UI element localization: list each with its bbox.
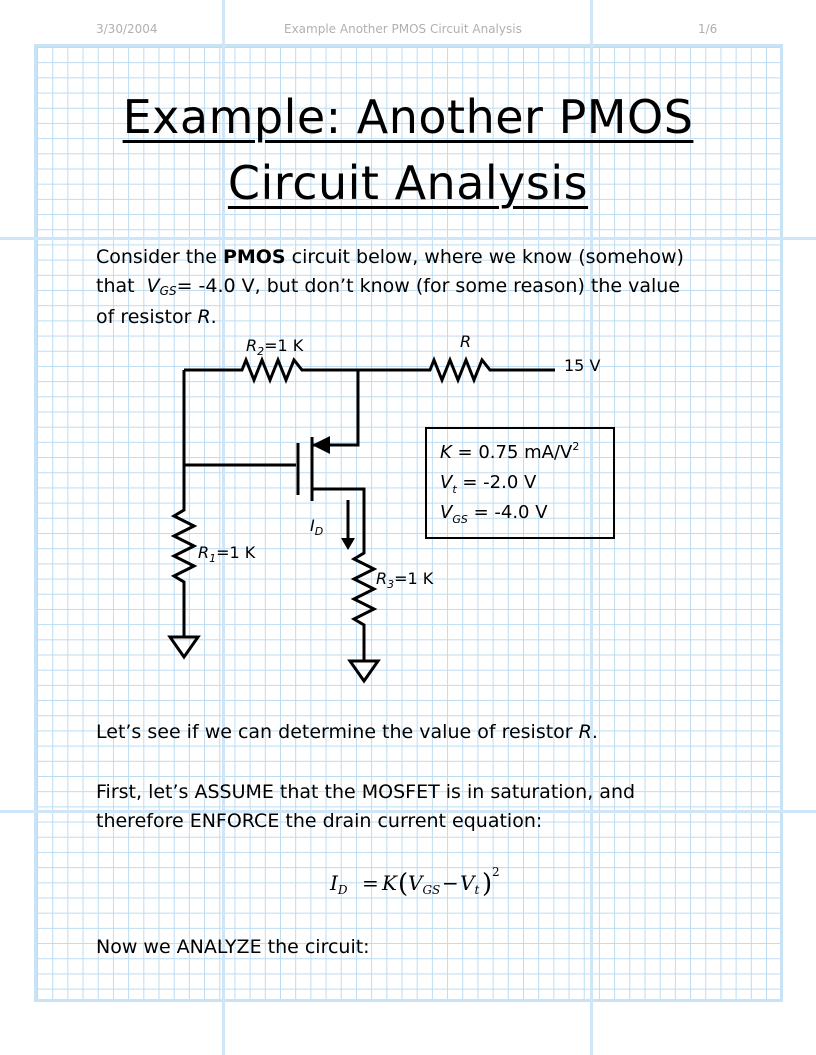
intro-text-3: that <box>96 275 141 297</box>
ground-symbol-left <box>167 635 201 660</box>
r-label: R <box>460 332 471 351</box>
top-wire-with-resistors <box>184 355 555 385</box>
eq-vt: Vt <box>460 871 479 897</box>
param-k: K = 0.75 mA/V2 <box>440 440 579 463</box>
intro-vgs-subscript: GS <box>159 284 177 298</box>
intro-text-4: = -4.0 V, but don’t know (for some reaso… <box>176 275 681 297</box>
eq-paren-close: ) <box>482 869 492 899</box>
guide-line-vertical <box>222 0 225 1055</box>
para3-line-2: therefore ENFORCE the drain current equa… <box>96 810 543 832</box>
intro-text-6: . <box>210 306 217 328</box>
r3-label: R3=1 K <box>376 569 434 591</box>
intro-text-5: of resistor <box>96 306 198 328</box>
eq-equals: = <box>362 871 379 895</box>
paragraph-assume-saturation: First, let’s ASSUME that the MOSFET is i… <box>96 778 716 836</box>
eq-k: K <box>381 871 398 895</box>
intro-text-1: Consider the <box>96 246 223 268</box>
eq-exponent: 2 <box>492 865 500 879</box>
para2-text-1: Let’s see if we can determine the value … <box>96 721 579 743</box>
intro-text-2: circuit below, where we know (somehow) <box>285 246 684 268</box>
title-line-1: Example: Another PMOS <box>122 90 694 144</box>
pmos-circuit-schematic: R2=1 K R 15 V R1=1 K R3=1 K ID K = 0.75 … <box>167 332 615 684</box>
param-vt: Vt = -2.0 V <box>440 472 537 496</box>
intro-vgs-symbol: V <box>146 275 160 297</box>
r2-label: R2=1 K <box>246 336 304 358</box>
paragraph-determine-r: Let’s see if we can determine the value … <box>96 718 716 747</box>
intro-r-symbol: R <box>197 306 211 328</box>
para2-text-2: . <box>591 721 598 743</box>
paragraph-analyze: Now we ANALYZE the circuit: <box>96 936 370 958</box>
current-arrow-head <box>341 538 355 550</box>
parameter-box <box>425 427 615 539</box>
para3-line-1: First, let’s ASSUME that the MOSFET is i… <box>96 781 636 803</box>
supply-voltage-label: 15 V <box>564 356 600 375</box>
intro-pmos: PMOS <box>222 246 286 268</box>
param-vgs: VGS = -4.0 V <box>440 502 548 526</box>
page-title: Example: Another PMOS Circuit Analysis <box>60 84 756 216</box>
source-wire <box>312 370 360 447</box>
intro-paragraph: Consider the PMOS circuit below, where w… <box>96 243 716 332</box>
header-page-number: 1/6 <box>698 22 718 36</box>
title-line-2: Circuit Analysis <box>227 156 589 210</box>
drain-current-label: ID <box>310 516 323 538</box>
drain-r3-branch <box>312 487 378 661</box>
pmos-source-arrow <box>312 436 330 454</box>
r1-label: R1=1 K <box>198 543 256 565</box>
header-doc-title: Example Another PMOS Circuit Analysis <box>284 22 522 36</box>
guide-line-horizontal <box>0 810 816 813</box>
eq-vgs: VGS <box>408 871 440 897</box>
grid-paper-background <box>34 44 783 1002</box>
r1-branch <box>170 370 198 637</box>
guide-line-horizontal <box>0 237 816 240</box>
header-date: 3/30/2004 <box>96 22 158 36</box>
eq-paren-open: ( <box>398 869 408 899</box>
eq-id: ID <box>329 871 348 897</box>
ground-symbol-right <box>347 659 381 684</box>
eq-minus: − <box>442 871 459 895</box>
para2-r-symbol: R <box>578 721 592 743</box>
drain-current-equation: ID = K ( VGS − Vt ) 2 <box>329 865 500 899</box>
guide-line-vertical <box>590 0 593 1055</box>
